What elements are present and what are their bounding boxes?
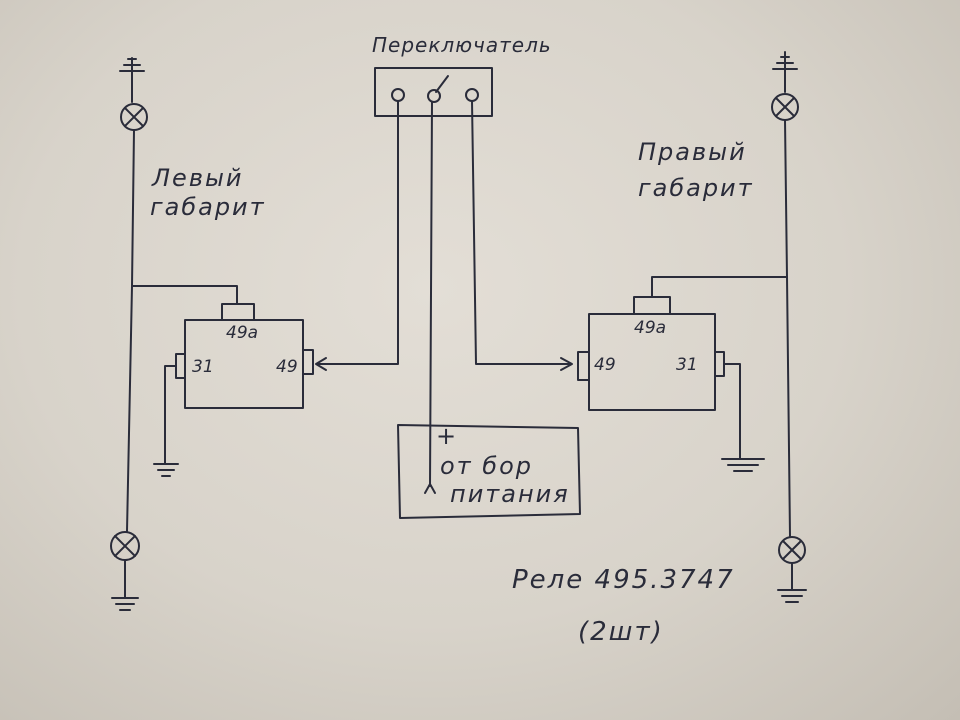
relay-left-terminal-left	[175, 353, 186, 379]
relay-right: 49а 49 31	[577, 296, 725, 411]
right-label-line2: габарит	[638, 174, 754, 202]
relay-right-pin-49a: 49а	[634, 318, 666, 338]
wire-left-49a	[131, 285, 238, 305]
wire-left-lamps	[126, 129, 135, 532]
relay-left-pin-49a: 49а	[226, 323, 258, 343]
power-block-outline	[397, 424, 581, 519]
switch	[374, 67, 493, 117]
switch-terminal-common	[427, 89, 441, 103]
ground-symbol-right-bottom	[777, 562, 807, 603]
relay-right-pin-31: 31	[676, 355, 698, 375]
ground-symbol-left-top	[119, 57, 145, 103]
power-block: + от бор питания	[397, 422, 581, 519]
ground-symbol-left-relay	[153, 463, 179, 477]
relay-right-pin-49: 49	[594, 355, 616, 375]
switch-lever	[435, 75, 449, 93]
arrow-power-input	[424, 483, 436, 494]
lamp-left-bottom	[110, 531, 140, 561]
power-line1: от бор	[440, 452, 533, 480]
relay-note: Реле 495.3747	[512, 565, 735, 595]
ground-symbol-right-top	[772, 51, 798, 93]
power-line2: питания	[450, 480, 570, 508]
lamp-right-top	[771, 93, 799, 121]
relay-right-terminal-top	[633, 296, 671, 315]
arrow-left-relay-49	[315, 357, 327, 371]
left-label-line1: Левый	[151, 164, 244, 192]
relay-left: 49а 31 49	[175, 303, 314, 409]
right-label-line1: Правый	[638, 138, 747, 166]
switch-terminal-left	[391, 88, 405, 102]
relay-left-terminal-top	[221, 303, 255, 321]
wire-right-relay-ground	[723, 363, 741, 460]
left-label-line2: габарит	[150, 193, 266, 221]
switch-label: Переключатель	[372, 33, 552, 57]
relay-left-pin-49: 49	[276, 357, 298, 377]
wire-right-lamps	[784, 119, 791, 537]
wire-switch-to-left-relay	[317, 100, 399, 365]
switch-terminal-right	[465, 88, 479, 102]
wire-switch-to-right-relay	[471, 100, 571, 365]
relay-right-terminal-left	[577, 351, 590, 381]
relay-right-terminal-right	[714, 351, 725, 377]
lamp-right-bottom	[778, 536, 806, 564]
wire-switch-to-power	[429, 101, 433, 487]
ground-symbol-left-bottom	[111, 559, 139, 611]
relay-left-pin-31: 31	[192, 357, 214, 377]
wire-left-relay-ground	[164, 365, 177, 465]
power-plus: +	[436, 422, 458, 450]
relay-count: (2шт)	[578, 617, 664, 647]
relay-left-terminal-right	[302, 349, 314, 375]
lamp-left-top	[120, 103, 148, 131]
switch-body	[374, 67, 493, 117]
wire-right-49a	[651, 276, 788, 298]
ground-symbol-right-relay	[721, 458, 765, 472]
arrow-right-relay-49	[560, 357, 573, 371]
